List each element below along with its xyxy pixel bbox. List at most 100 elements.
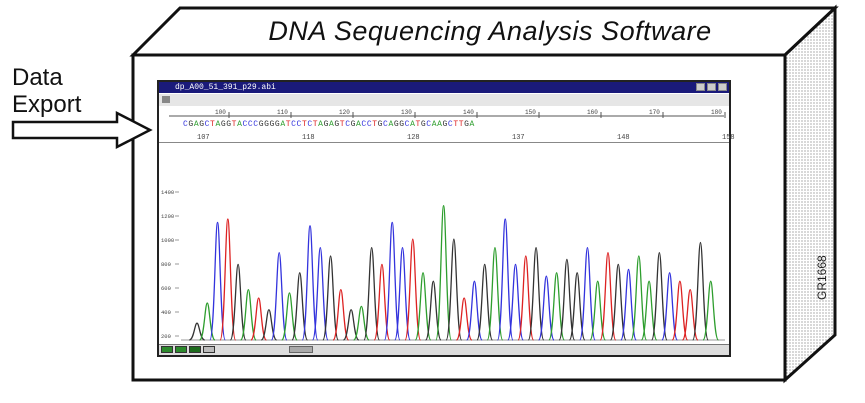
base-letter: T bbox=[301, 120, 308, 129]
trace-peak-C bbox=[496, 218, 514, 341]
base-letter: C bbox=[383, 120, 389, 129]
minimize-button[interactable] bbox=[696, 83, 705, 91]
trace-peak-C bbox=[270, 251, 288, 341]
base-letter: G bbox=[264, 120, 270, 129]
base-letter: T bbox=[339, 120, 346, 129]
trace-peak-A bbox=[630, 255, 648, 341]
trace-peak-C bbox=[620, 268, 637, 341]
base-letter: C bbox=[204, 120, 211, 129]
trace-peak-C bbox=[661, 272, 678, 341]
base-letter: G bbox=[377, 120, 384, 129]
ruler-tick-label: 120 bbox=[339, 109, 350, 116]
trace-peak-G bbox=[342, 309, 360, 341]
base-letter: T bbox=[458, 120, 465, 129]
y-axis-label: 1000 bbox=[161, 237, 174, 244]
trace-peak-G bbox=[692, 241, 709, 341]
y-axis-label: 400 bbox=[161, 309, 171, 316]
base-letter: G bbox=[323, 120, 329, 129]
trace-peak-T bbox=[517, 255, 535, 341]
base-letter: C bbox=[291, 120, 297, 129]
trace-peak-C bbox=[537, 275, 555, 341]
trace-peak-T bbox=[250, 297, 267, 341]
trace-peak-T bbox=[455, 297, 473, 341]
position-label: 158 bbox=[722, 134, 735, 142]
trace-peak-T bbox=[373, 263, 391, 341]
base-letter: C bbox=[404, 120, 411, 129]
base-letter: A bbox=[237, 120, 243, 129]
y-axis-label: 800 bbox=[161, 261, 171, 268]
scroll-arrow-icon[interactable] bbox=[162, 96, 170, 103]
trace-peak-T bbox=[671, 280, 689, 341]
base-letter: C bbox=[447, 120, 454, 129]
data-export-label-line2: Export bbox=[12, 91, 82, 118]
base-letter: T bbox=[312, 120, 319, 129]
scroll-thumb[interactable] bbox=[289, 346, 313, 353]
trace-peak-G bbox=[322, 255, 339, 341]
y-axis-label: 200 bbox=[161, 333, 171, 340]
y-axis-label: 1400 bbox=[161, 189, 174, 196]
base-letter: T bbox=[210, 120, 216, 129]
base-letter: A bbox=[193, 120, 200, 129]
trace-peak-C bbox=[311, 246, 329, 341]
trace-peak-G bbox=[527, 246, 545, 341]
base-letter: C bbox=[361, 120, 367, 129]
base-letter: G bbox=[258, 120, 265, 129]
trace-peak-G bbox=[558, 258, 576, 341]
trace-peak-A bbox=[486, 246, 504, 341]
trace-peak-G bbox=[651, 251, 668, 341]
trace-peak-C bbox=[507, 263, 524, 341]
trace-peak-A bbox=[702, 280, 720, 341]
trace-peak-C bbox=[209, 221, 226, 341]
maximize-button[interactable] bbox=[707, 83, 716, 91]
y-axis-label: 1200 bbox=[161, 213, 174, 220]
bottom-scrollbar[interactable] bbox=[159, 344, 729, 355]
position-label: 118 bbox=[302, 134, 315, 142]
base-letter: A bbox=[437, 120, 443, 129]
view-tab-4[interactable] bbox=[203, 346, 215, 353]
base-letter: G bbox=[420, 120, 427, 129]
trace-peak-G bbox=[476, 263, 494, 341]
base-letter: G bbox=[274, 120, 281, 129]
trace-peak-G bbox=[445, 238, 463, 341]
trace-peak-G bbox=[291, 272, 309, 341]
base-letter: A bbox=[356, 120, 362, 129]
trace-peak-C bbox=[383, 221, 401, 341]
view-tab-3[interactable] bbox=[189, 346, 201, 353]
base-letter: A bbox=[388, 120, 394, 129]
trace-peak-T bbox=[681, 288, 699, 341]
position-label: 128 bbox=[407, 134, 420, 142]
trace-peak-C bbox=[466, 280, 483, 341]
base-letter: A bbox=[318, 120, 324, 129]
position-label: 137 bbox=[512, 134, 525, 142]
trace-peak-A bbox=[435, 204, 452, 341]
trace-peak-C bbox=[394, 246, 411, 341]
view-tab-2[interactable] bbox=[175, 346, 187, 353]
trace-peak-A bbox=[414, 272, 432, 341]
ruler-tick-label: 170 bbox=[649, 109, 660, 116]
data-export-label-line1: Data bbox=[12, 64, 63, 91]
base-letter: A bbox=[328, 120, 335, 129]
view-tab-1[interactable] bbox=[161, 346, 173, 353]
base-letter: G bbox=[199, 120, 205, 129]
base-letter: C bbox=[307, 120, 313, 129]
trace-peak-G bbox=[609, 263, 627, 341]
ruler-tick-label: 140 bbox=[463, 109, 474, 116]
figure-code: GR1668 bbox=[815, 255, 829, 300]
trace-peak-A bbox=[240, 288, 257, 341]
close-button[interactable] bbox=[718, 83, 727, 91]
trace-peak-C bbox=[579, 246, 596, 341]
base-letter: A bbox=[469, 120, 475, 129]
ruler-tick-label: 110 bbox=[277, 109, 288, 116]
trace-peak-T bbox=[219, 218, 237, 341]
trace-peak-A bbox=[589, 280, 607, 341]
ruler-tick-label: 180 bbox=[711, 109, 722, 116]
position-label: 148 bbox=[617, 134, 630, 142]
base-letter: T bbox=[453, 120, 459, 129]
data-export-arrow bbox=[11, 110, 153, 150]
base-letter: G bbox=[188, 120, 194, 129]
base-letter: T bbox=[231, 120, 238, 129]
